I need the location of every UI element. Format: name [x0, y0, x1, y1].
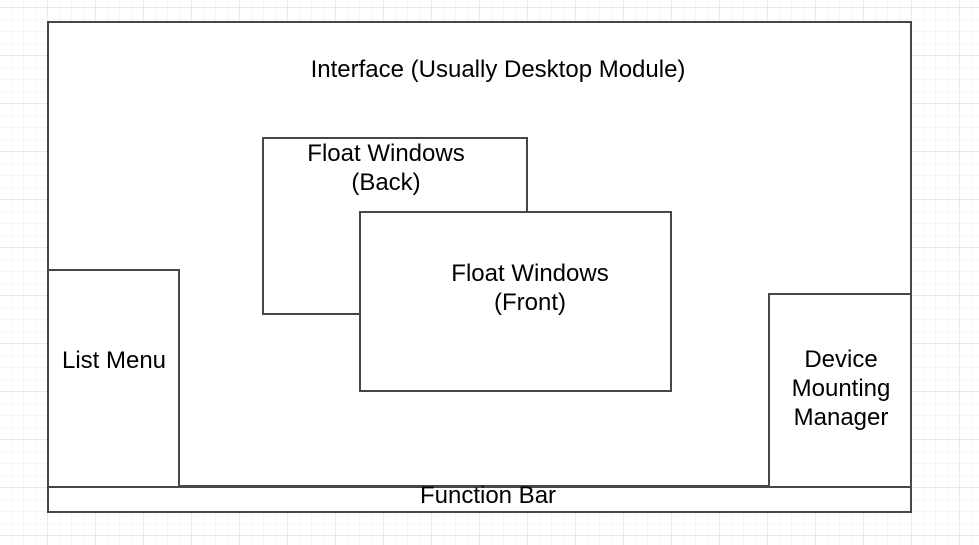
node-float-windows-front[interactable] — [359, 211, 672, 392]
node-device-mounting-manager[interactable] — [768, 293, 912, 488]
node-function-bar[interactable] — [47, 486, 912, 513]
node-list-menu[interactable] — [47, 269, 180, 488]
